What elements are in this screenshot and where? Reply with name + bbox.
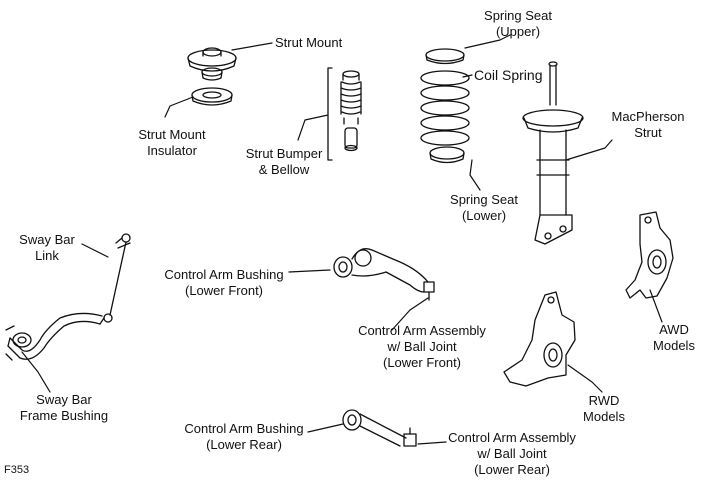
strut-mount-part (187, 47, 237, 81)
label-coil-spring: Coil Spring (474, 67, 543, 83)
bumper-bracket (327, 67, 333, 161)
rwd-knuckle-part (503, 291, 576, 387)
spring-seat-upper-part (425, 48, 465, 65)
strut-mount-insulator-part (191, 87, 233, 106)
label-strut-mount: Strut Mount (275, 35, 343, 50)
label-spring-seat-upper: Spring Seat(Upper) (484, 8, 552, 39)
label-spring-seat-lower: Spring Seat(Lower) (450, 192, 518, 223)
sway-bar-part (5, 312, 103, 361)
control-arm-lower-rear-part (342, 409, 417, 447)
spring-seat-lower-part (429, 146, 465, 164)
macpherson-strut-part (522, 61, 584, 245)
strut-bumper-part (340, 70, 362, 152)
label-strut-bumper-bellow: Strut Bumper& Bellow (245, 146, 323, 177)
label-control-arm-bushing-lower-front: Control Arm Bushing(Lower Front) (164, 267, 284, 298)
leader-lines (21, 34, 663, 445)
coil-spring-part (420, 70, 470, 146)
awd-knuckle-part (625, 211, 674, 299)
sway-bar-link-part (99, 233, 131, 325)
label-control-arm-bushing-lower-rear: Control Arm Bushing(Lower Rear) (184, 421, 304, 452)
control-arm-lower-front-part (333, 248, 435, 301)
diagram-code: F353 (4, 464, 30, 476)
